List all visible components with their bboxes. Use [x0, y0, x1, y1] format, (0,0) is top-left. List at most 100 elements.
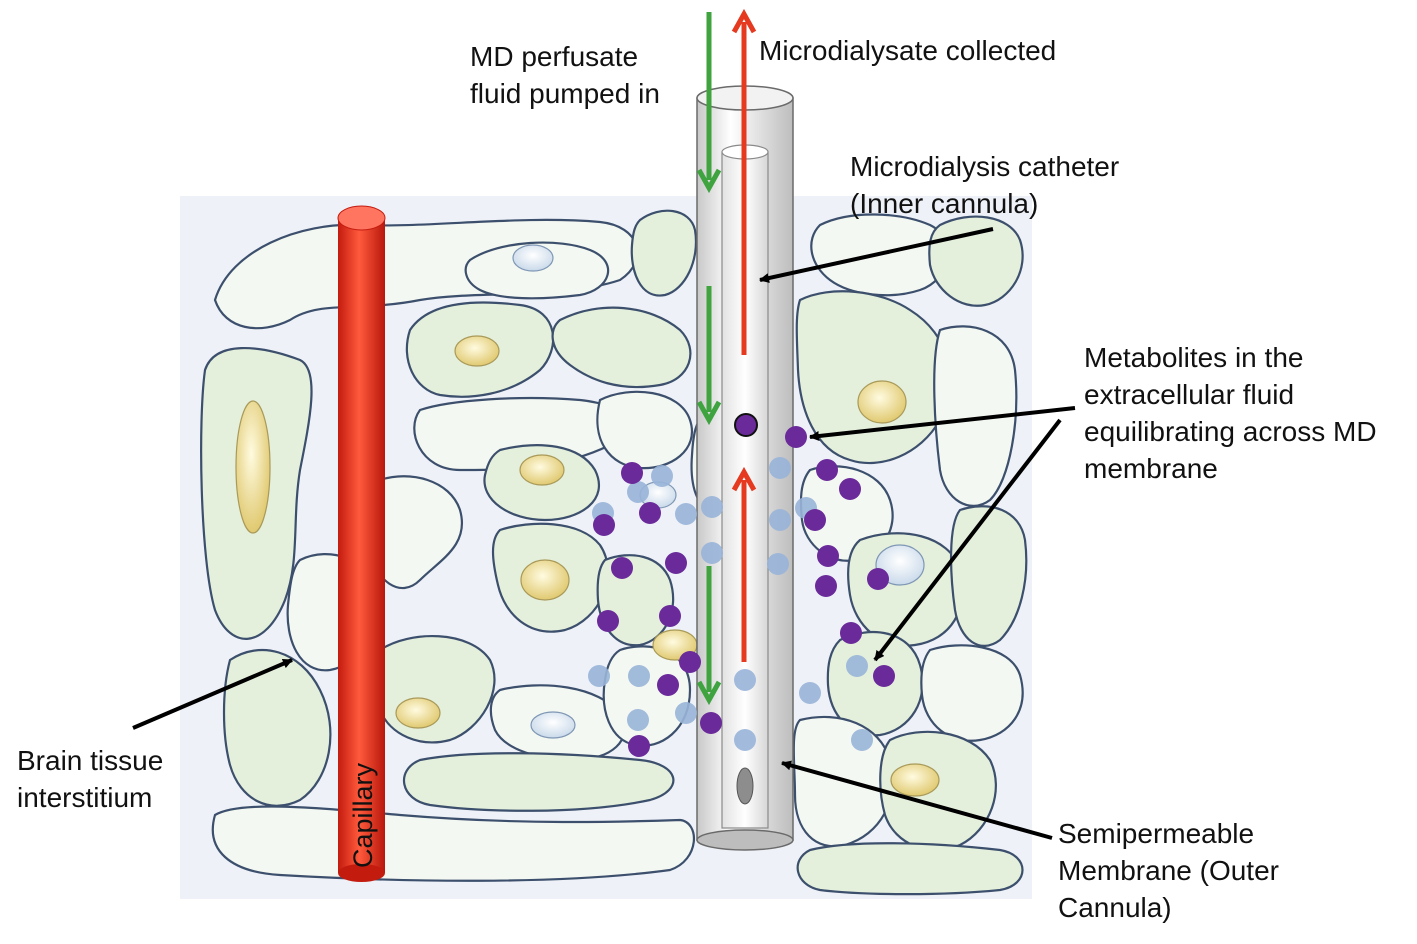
metabolite-light	[769, 457, 791, 479]
cell	[879, 730, 997, 852]
metabolite-dark	[665, 552, 687, 574]
metabolite-light	[734, 729, 756, 751]
metabolite-light	[651, 465, 673, 487]
outflow-arrow-head	[731, 8, 757, 34]
metabolite-light	[851, 729, 873, 751]
metabolite-light	[628, 665, 650, 687]
metabolite-dark	[839, 478, 861, 500]
outer-cannula-bottom	[696, 829, 794, 851]
capillary-body	[338, 218, 385, 873]
cell	[630, 209, 698, 297]
nucleus	[857, 380, 907, 424]
metabolites-pointer-1	[809, 406, 1076, 441]
metabolite-dark	[816, 459, 838, 481]
membrane-pointer	[781, 760, 1053, 840]
metabolite-dark	[597, 610, 619, 632]
cell	[949, 505, 1028, 647]
metabolite-light	[701, 496, 723, 518]
cell	[222, 648, 332, 807]
membrane-line-2: Membrane (Outer	[1058, 855, 1279, 886]
metabolite-light	[675, 503, 697, 525]
nucleus	[235, 400, 271, 534]
metabolite-dark	[639, 502, 661, 524]
cell	[933, 325, 1018, 507]
membrane-line-3: Cannula)	[1058, 892, 1172, 923]
outflow-arrow-head	[731, 466, 757, 492]
metabolite-light	[701, 542, 723, 564]
vacuole	[512, 244, 554, 272]
metabolite-dark	[873, 665, 895, 687]
cell	[795, 290, 952, 465]
metabolite-dark	[593, 514, 615, 536]
cell	[551, 306, 692, 389]
inflow-arrow-head	[696, 168, 722, 194]
metabolites-line-2: extracellular fluid	[1084, 379, 1295, 410]
metabolite-dark	[785, 426, 807, 448]
catheter-label: Microdialysis catheter (Inner cannula)	[850, 148, 1119, 222]
metabolite-dark	[867, 568, 889, 590]
metabolites-label: Metabolites in the extracellular fluid e…	[1084, 339, 1377, 487]
metabolites	[588, 413, 895, 757]
metabolite-dark	[621, 462, 643, 484]
tissue-cells	[200, 209, 1028, 896]
metabolite-dark	[840, 622, 862, 644]
capillary-label: Capillary	[348, 762, 378, 868]
metabolite-light	[627, 709, 649, 731]
metabolite-dark	[700, 712, 722, 734]
cell	[920, 644, 1024, 742]
metabolites-pointer-2	[873, 418, 1062, 662]
metabolite-dark	[657, 674, 679, 696]
cell-nuclei	[235, 244, 940, 797]
metabolite-dark	[817, 545, 839, 567]
pointer-arrows	[132, 227, 1076, 840]
metabolite-light	[588, 665, 610, 687]
metabolite-light	[846, 655, 868, 677]
metabolite-light	[734, 669, 756, 691]
capillary: Capillary	[337, 205, 386, 882]
metabolite-dark	[628, 735, 650, 757]
nucleus	[395, 697, 441, 729]
metabolite-dark	[611, 557, 633, 579]
inflow-arrow-head	[696, 400, 722, 426]
metabolite-light	[767, 553, 789, 575]
catheter-line-1: Microdialysis catheter	[850, 151, 1120, 182]
cell	[796, 842, 1024, 896]
nucleus	[519, 454, 565, 486]
perfusate-line-2: fluid pumped in	[470, 78, 660, 109]
interstitium-line-2: interstitium	[17, 782, 153, 813]
membrane-label: Semipermeable Membrane (Outer Cannula)	[1058, 815, 1279, 926]
perfusate-label: MD perfusate fluid pumped in	[470, 38, 660, 112]
membrane-line-1: Semipermeable	[1058, 818, 1255, 849]
catheter-pointer	[759, 227, 994, 283]
metabolite-light	[769, 509, 791, 531]
cell	[402, 752, 675, 812]
interstitium-pointer	[132, 658, 293, 730]
metabolite-light	[799, 682, 821, 704]
perfusate-line-1: MD perfusate	[470, 41, 639, 72]
collected-label: Microdialysate collected	[759, 32, 1056, 69]
metabolite-dark	[659, 605, 681, 627]
metabolite-dark	[815, 575, 837, 597]
metabolites-line-1: Metabolites in the	[1084, 342, 1304, 373]
metabolite-light	[627, 481, 649, 503]
metabolites-line-3: equilibrating across MD	[1084, 416, 1377, 447]
interstitium-label: Brain tissue interstitium	[17, 742, 163, 816]
nucleus	[890, 763, 940, 797]
metabolite-in-catheter	[734, 413, 758, 437]
cell	[596, 390, 693, 470]
collected-line: Microdialysate collected	[759, 35, 1057, 66]
metabolites-line-4: membrane	[1084, 453, 1218, 484]
metabolite-dark	[804, 509, 826, 531]
metabolite-dark	[679, 651, 701, 673]
capillary-bottom	[338, 864, 385, 882]
flow-arrows	[696, 8, 757, 706]
metabolite-light	[675, 702, 697, 724]
catheter-line-2: (Inner cannula)	[850, 188, 1039, 219]
capillary-top	[337, 205, 386, 231]
inflow-arrow-head	[696, 680, 722, 706]
nucleus	[454, 335, 500, 367]
vacuole	[530, 711, 576, 739]
nucleus	[520, 559, 570, 601]
